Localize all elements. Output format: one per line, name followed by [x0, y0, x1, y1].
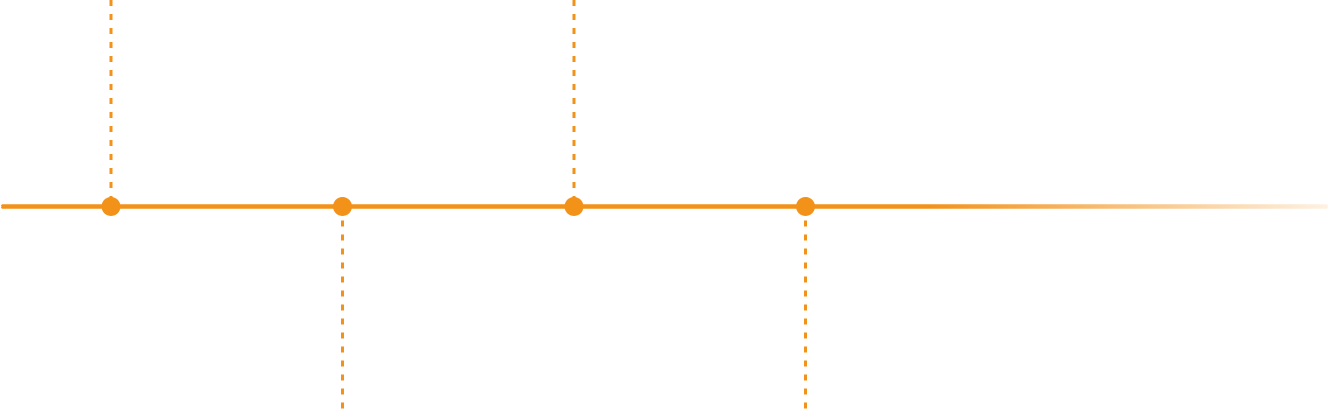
milestone-marker-3 [564, 197, 584, 216]
timeline-axis-line [1, 204, 1328, 209]
milestone-marker-2 [333, 197, 352, 216]
milestone-marker-4 [796, 197, 815, 216]
connectors-layer [109, 0, 807, 411]
milestone-marker-1 [101, 197, 121, 216]
markers-layer [101, 197, 815, 216]
